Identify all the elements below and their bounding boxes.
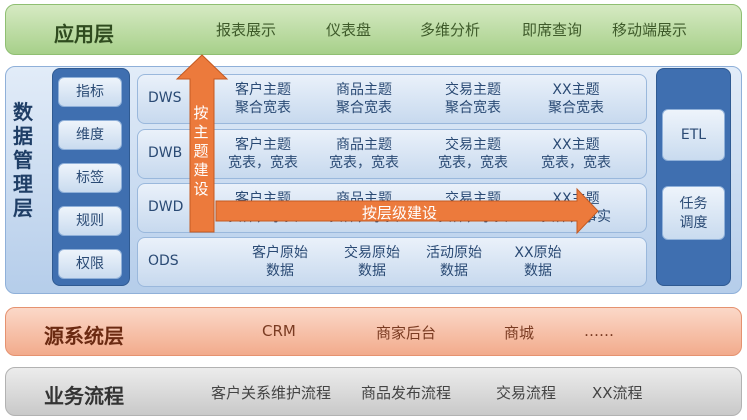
permission-button: 权限 — [58, 249, 122, 279]
source-item: 商家后台 — [376, 324, 437, 342]
app-item: 多维分析 — [420, 21, 481, 39]
horizontal-arrow-label: 按层级建设 — [362, 204, 438, 222]
row-cell: XX主题 宽表，宽表 — [541, 137, 611, 171]
business-item: 客户关系维护流程 — [211, 384, 332, 402]
vertical-arrow — [175, 54, 229, 233]
rule-button: 规则 — [58, 206, 122, 236]
vertical-arrow-label: 按主题建设 — [193, 104, 209, 198]
row-cell: 客户主题 聚合宽表 — [235, 82, 291, 116]
row-cell: 交易主题 聚合宽表 — [445, 82, 501, 116]
app-item: 仪表盘 — [326, 21, 372, 39]
layer-row-dws: DWS 客户主题 聚合宽表 商品主题 聚合宽表 交易主题 聚合宽表 XX主题 聚… — [137, 74, 647, 124]
app-layer-band: 应用层 报表展示 仪表盘 多维分析 即席查询 移动端展示 — [5, 4, 742, 55]
row-cell: 商品主题 宽表，宽表 — [329, 137, 399, 171]
app-layer-title: 应用层 — [54, 22, 114, 46]
row-cell: XX原始 数据 — [514, 245, 562, 279]
row-cell: 客户原始 数据 — [252, 245, 308, 279]
row-cell: 客户主题 宽表，宽表 — [228, 137, 298, 171]
source-item: 商城 — [504, 324, 535, 342]
business-item: XX流程 — [592, 384, 643, 402]
dimension-button: 维度 — [58, 120, 122, 150]
governance-panel: 指标 维度 标签 规则 权限 — [52, 68, 130, 286]
task-schedule-button: 任务 调度 — [662, 186, 725, 240]
row-cell: 活动原始 数据 — [426, 245, 482, 279]
row-label: DWB — [148, 145, 183, 161]
app-item: 即席查询 — [522, 21, 583, 39]
row-label: DWD — [148, 199, 184, 215]
row-cell: 交易主题 宽表，宽表 — [438, 137, 508, 171]
layer-row-ods: ODS 客户原始 数据 交易原始 数据 活动原始 数据 XX原始 数据 — [137, 237, 647, 287]
business-item: 商品发布流程 — [361, 384, 452, 402]
data-layer-title: 数据管理层 — [13, 100, 33, 220]
row-cell: XX主题 聚合宽表 — [548, 82, 604, 116]
row-label: DWS — [148, 90, 182, 106]
horizontal-arrow — [215, 187, 599, 235]
source-layer-title: 源系统层 — [44, 324, 124, 348]
app-item: 报表展示 — [216, 21, 277, 39]
source-item: CRM — [262, 322, 296, 340]
row-cell: 商品主题 聚合宽表 — [336, 82, 392, 116]
business-layer-band: 业务流程 客户关系维护流程 商品发布流程 交易流程 XX流程 — [5, 367, 742, 416]
row-label: ODS — [148, 253, 179, 269]
layer-row-dwb: DWB 客户主题 宽表，宽表 商品主题 宽表，宽表 交易主题 宽表，宽表 XX主… — [137, 129, 647, 179]
business-layer-title: 业务流程 — [44, 384, 124, 408]
etl-button: ETL — [662, 109, 725, 161]
metric-button: 指标 — [58, 77, 122, 107]
business-item: 交易流程 — [496, 384, 557, 402]
row-cell: 交易原始 数据 — [344, 245, 400, 279]
source-item: …… — [584, 322, 614, 340]
app-item: 移动端展示 — [612, 21, 688, 39]
source-layer-band: 源系统层 CRM 商家后台 商城 …… — [5, 307, 742, 356]
tag-button: 标签 — [58, 163, 122, 193]
ops-panel: ETL 任务 调度 — [656, 68, 731, 286]
